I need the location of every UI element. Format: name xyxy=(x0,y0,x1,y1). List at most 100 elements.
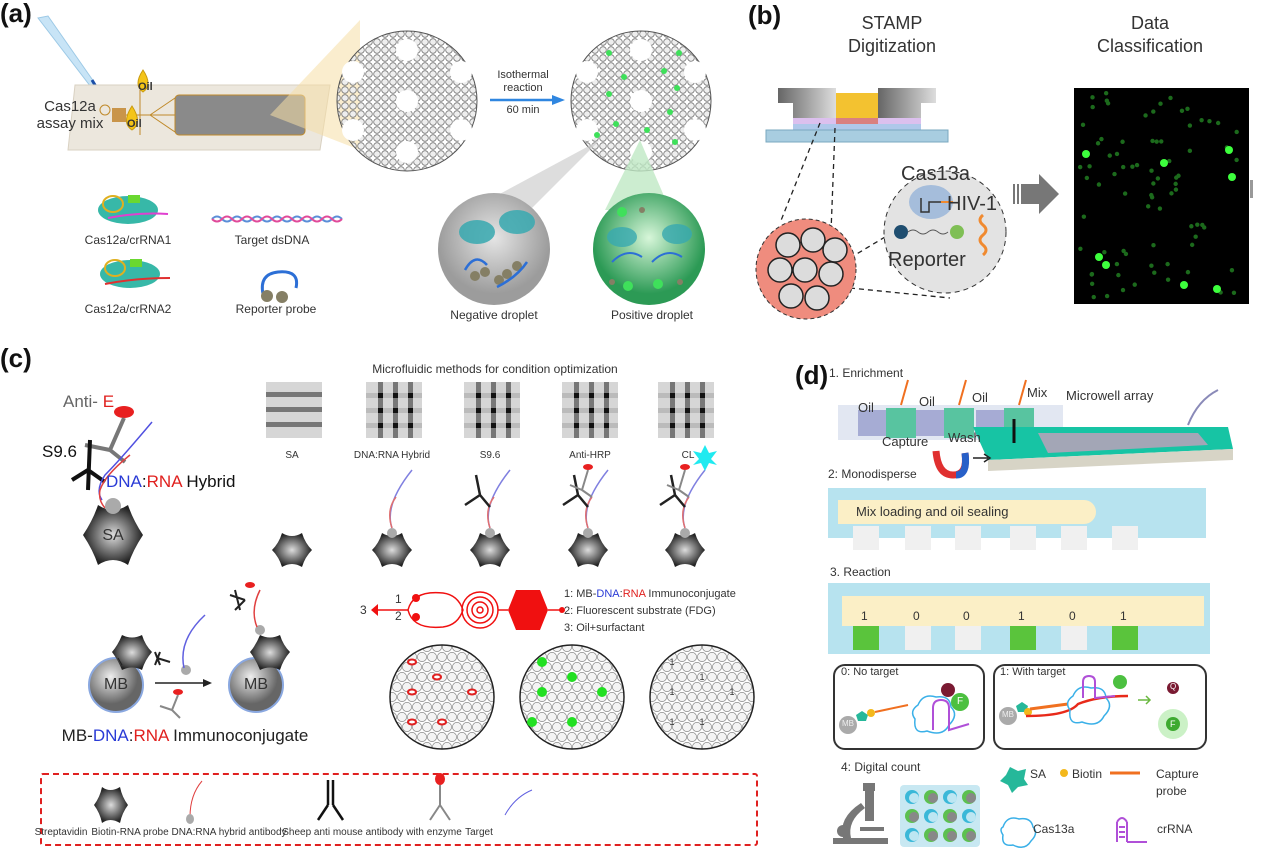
dim-droplet xyxy=(1193,234,1198,239)
oil-label-2: Oil xyxy=(919,394,935,409)
microwell-array-before xyxy=(336,30,478,172)
reaction-arrow-icon xyxy=(490,95,565,105)
dim-droplet xyxy=(1090,104,1095,110)
cas12a-crrna1-label: Cas12a/crRNA1 xyxy=(84,233,172,247)
legend-streptavidin: Streptavidin xyxy=(34,827,88,838)
microwell xyxy=(1112,526,1138,550)
rna-text: RNA xyxy=(622,588,646,600)
dna-text: DNA xyxy=(596,588,620,600)
step4-label: 4: Digital count xyxy=(841,760,921,774)
digital-count-grid xyxy=(900,785,980,847)
methods-title: Microfluidic methods for condition optim… xyxy=(372,362,618,376)
step-label-s96: S9.6 xyxy=(479,450,501,461)
dim-droplet xyxy=(1087,164,1092,169)
streptavidin-icon xyxy=(568,533,608,567)
bright-droplet xyxy=(1225,146,1233,154)
dim-droplet xyxy=(1179,108,1185,113)
q-label: Q xyxy=(1170,682,1177,691)
dim-droplet xyxy=(1176,173,1181,178)
loading-region xyxy=(838,500,1096,524)
mb-conjugation-illustration xyxy=(88,582,290,719)
mb-label-no-target: MB xyxy=(842,719,854,728)
immunoconjugate-droplet xyxy=(407,688,417,696)
biotin-rna-probe-icon xyxy=(186,780,203,824)
positive-well xyxy=(1112,626,1138,650)
loading-label: Mix loading and oil sealing xyxy=(856,504,1009,519)
microwell xyxy=(853,526,879,550)
positive-droplet xyxy=(537,657,547,667)
stamp-device-illustration xyxy=(765,88,949,143)
reaction-cream-region xyxy=(842,596,1204,626)
dim-droplet xyxy=(1151,243,1156,248)
enrichment-device xyxy=(838,379,1233,479)
dim-droplet xyxy=(1173,181,1178,187)
dim-droplet xyxy=(1107,153,1112,158)
negative-well xyxy=(905,626,931,650)
positive-droplet xyxy=(593,193,705,305)
dim-droplet xyxy=(1080,122,1086,128)
panel-d-legend-icons xyxy=(1000,767,1147,848)
wash-label: Wash xyxy=(948,430,981,445)
bright-droplet xyxy=(1213,285,1221,293)
dim-droplet xyxy=(1089,281,1095,287)
mix-label: Mix xyxy=(1027,385,1048,400)
rna-text: RNA xyxy=(146,472,182,491)
hybrid-suffix: Hybrid xyxy=(181,472,236,491)
mb-label-with-target: MB xyxy=(1002,710,1014,719)
dna-rna-hybrid-label: DNA:RNA Hybrid xyxy=(106,472,235,492)
target-dsdna-label: Target dsDNA xyxy=(234,233,310,247)
hybrid-antibody-icon xyxy=(316,780,345,821)
oil-drop-icon xyxy=(126,105,138,131)
stamp-title-2: Digitization xyxy=(847,36,937,56)
dna-text: DNA xyxy=(106,472,142,491)
reporter-label: Reporter xyxy=(888,249,966,271)
dim-droplet xyxy=(1189,242,1195,248)
oil-label-bottom: Oil xyxy=(127,118,142,130)
s96-label: S9.6 xyxy=(42,442,77,461)
dim-droplet xyxy=(1154,139,1159,144)
positive-well xyxy=(1010,626,1036,650)
dim-droplet xyxy=(1229,268,1235,273)
droplet-array xyxy=(389,644,495,750)
cas12a-crrna1-icon xyxy=(98,195,169,224)
dim-droplet xyxy=(1199,117,1204,123)
dim-droplet xyxy=(1185,269,1191,275)
bright-droplet xyxy=(1228,173,1236,181)
dim-droplet xyxy=(1099,136,1104,142)
stamp-title-1: STAMP xyxy=(861,13,923,33)
dim-droplet xyxy=(1155,176,1161,181)
isothermal-label: Isothermal xyxy=(497,69,549,81)
dim-droplet xyxy=(1077,164,1083,170)
cas13a-label: Cas13a xyxy=(901,163,970,185)
capture-label: Capture xyxy=(882,434,929,449)
dim-droplet xyxy=(1149,168,1154,173)
dim-droplet xyxy=(1145,204,1151,209)
positive-well xyxy=(853,626,879,650)
panel-c-label: (c) xyxy=(0,343,32,373)
classification-title-1: Data xyxy=(1130,13,1170,33)
step3-label: 3. Reaction xyxy=(830,565,891,579)
fluorescence-image xyxy=(1074,88,1249,304)
enzyme-label: E xyxy=(102,392,115,411)
cas12a-crrna2-label: Cas12a/crRNA2 xyxy=(84,302,172,316)
negative-droplet xyxy=(438,193,550,305)
legend-cas13a: Cas13a xyxy=(1033,822,1075,836)
immunoconjugate-droplet xyxy=(407,658,417,666)
digit-one: 1 xyxy=(729,687,734,697)
positive-droplet xyxy=(597,687,607,697)
negative-droplet-label: Negative droplet xyxy=(450,308,538,322)
step1-label: 1. Enrichment xyxy=(829,366,904,380)
positive-droplet xyxy=(567,717,577,727)
dim-droplet xyxy=(1173,187,1179,192)
dim-droplet xyxy=(1121,164,1126,170)
dim-droplet xyxy=(1132,282,1137,287)
target-strand-icon xyxy=(504,789,533,816)
dim-droplet xyxy=(1103,90,1109,96)
step-label-cl: CL xyxy=(681,450,695,461)
colon-text: : xyxy=(619,588,623,600)
well-digit: 0 xyxy=(1069,609,1076,623)
digit-one: 1 xyxy=(669,687,674,697)
input-1-label: 1: MB-DNA:RNA Immunoconjugate xyxy=(564,588,736,600)
well-digit: 1 xyxy=(1018,609,1025,623)
dim-droplet xyxy=(1102,250,1107,255)
